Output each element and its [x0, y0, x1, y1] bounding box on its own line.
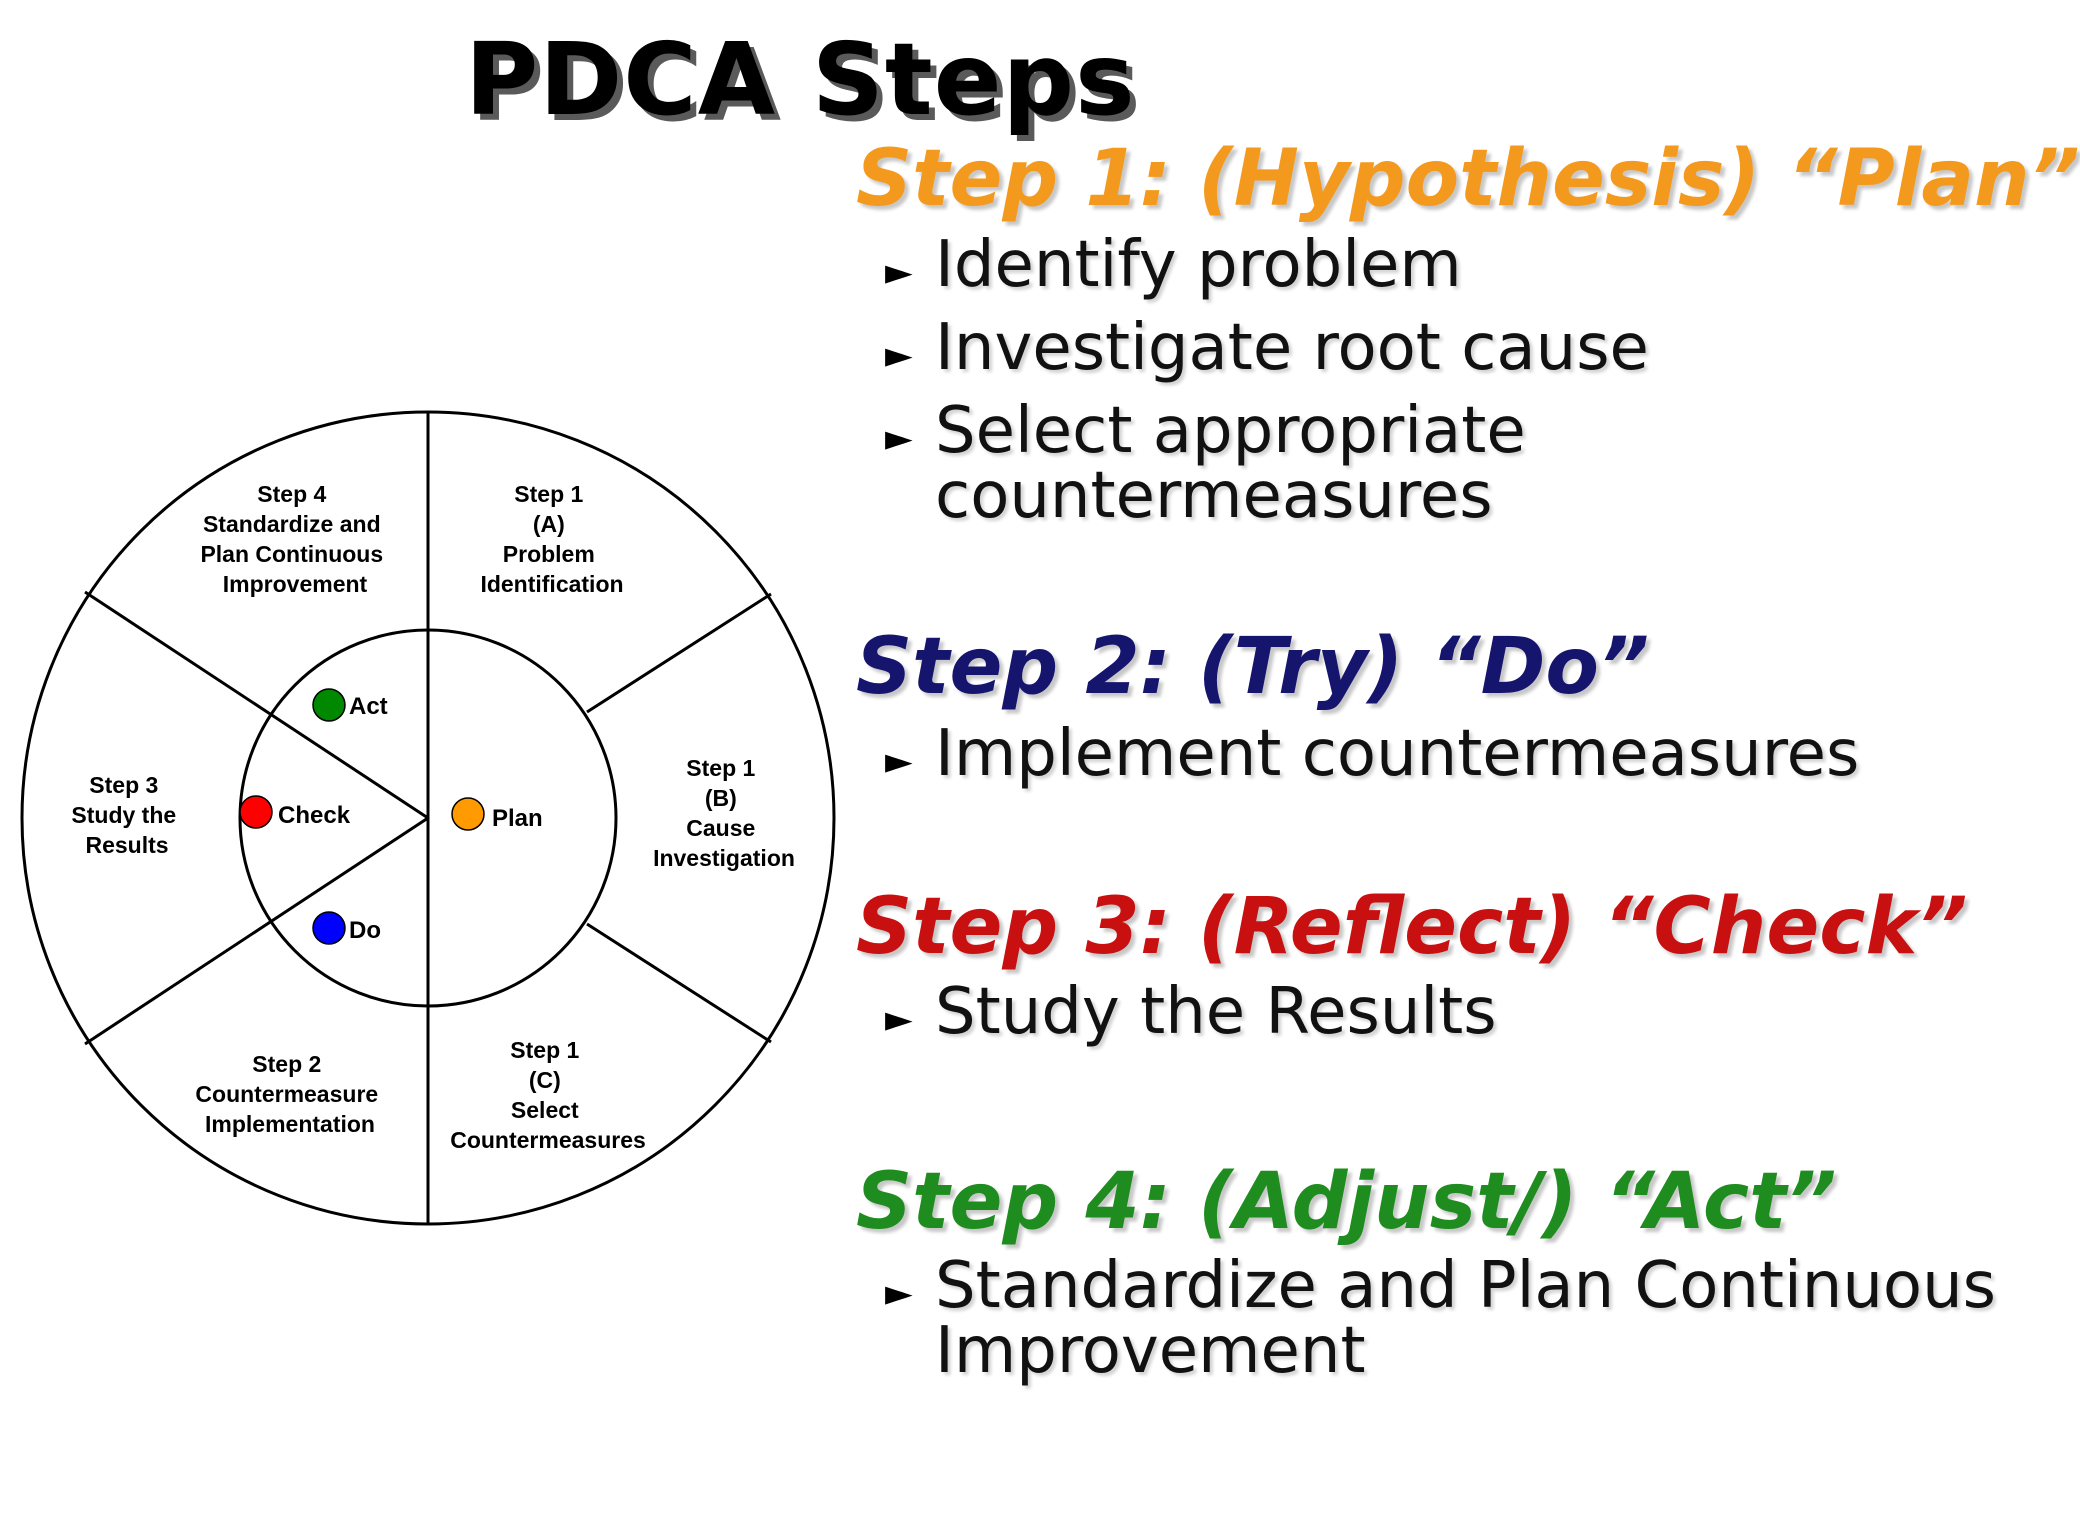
segment-step1c-label: Step 1 (C) Select Countermeasures	[450, 1037, 646, 1153]
pdca-wheel: Step 1 (A) Problem Identification Step 1…	[20, 410, 836, 1226]
do-label: Do	[349, 917, 381, 944]
check-dot-icon	[239, 795, 273, 829]
act-label: Act	[349, 693, 388, 720]
divider-upper-left	[84, 590, 429, 820]
list-item: ►Investigate root cause	[885, 316, 1649, 381]
act-dot-icon	[312, 688, 346, 722]
list-item: ►Standardize and Plan Continuous Improve…	[885, 1249, 1996, 1388]
step2-bullets: ►Implement countermeasures	[885, 722, 1859, 805]
right-pointing-triangle-icon: ►	[885, 418, 913, 459]
slide-title: PDCA Steps	[465, 21, 1136, 138]
step4-heading: Step 4: (Adjust/) “Act”	[856, 1157, 1837, 1247]
right-pointing-triangle-icon: ►	[885, 1273, 913, 1314]
segment-step1b-label: Step 1 (B) Cause Investigation	[653, 755, 795, 871]
right-pointing-triangle-icon: ►	[885, 999, 913, 1040]
step2-heading: Step 2: (Try) “Do”	[856, 622, 1650, 712]
step4-bullets: ►Standardize and Plan Continuous Improve…	[885, 1254, 1996, 1402]
step1-bullets: ►Identify problem ►Investigate root caus…	[885, 233, 1649, 547]
step3-bullets: ►Study the Results	[885, 980, 1497, 1063]
divider-upper-right	[586, 592, 772, 714]
segment-step4-label: Step 4 Standardize and Plan Continuous I…	[200, 481, 389, 597]
right-pointing-triangle-icon: ►	[885, 741, 913, 782]
step1-heading: Step 1: (Hypothesis) “Plan”	[856, 134, 2080, 224]
list-item: ►Implement countermeasures	[885, 722, 1859, 787]
list-item: ►Study the Results	[885, 980, 1497, 1045]
divider-lower-left	[84, 816, 429, 1046]
step3-heading: Step 3: (Reflect) “Check”	[856, 882, 1968, 972]
do-dot-icon	[312, 911, 346, 945]
segment-step3-label: Step 3 Study the Results	[71, 772, 182, 858]
list-item: ►Select appropriate countermeasures	[885, 394, 1526, 533]
list-item: ►Identify problem	[885, 233, 1649, 298]
right-pointing-triangle-icon: ►	[885, 252, 913, 293]
check-label: Check	[278, 802, 351, 829]
segment-step1a-label: Step 1 (A) Problem Identification	[480, 481, 623, 597]
segment-step2-label: Step 2 Countermeasure Implementation	[195, 1051, 384, 1137]
plan-label: Plan	[492, 805, 543, 832]
plan-dot-icon	[451, 797, 485, 831]
right-pointing-triangle-icon: ►	[885, 335, 913, 376]
divider-lower-right	[586, 922, 772, 1044]
